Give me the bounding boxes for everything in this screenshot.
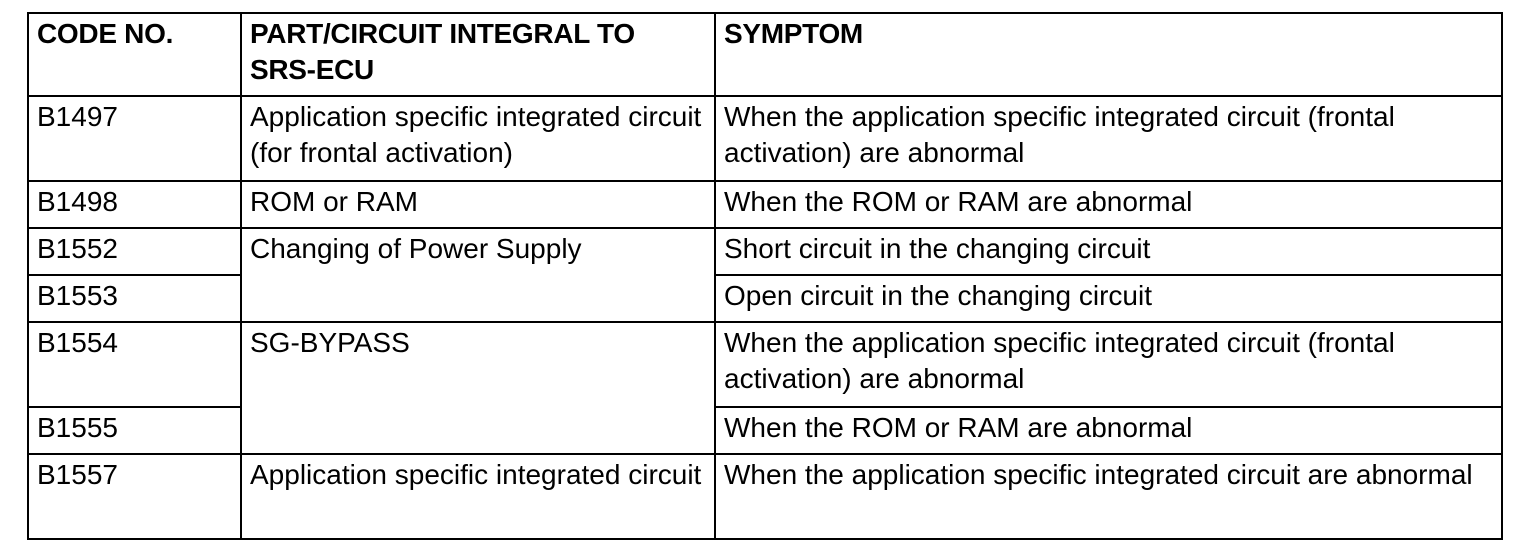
part-cell: SG-BYPASS [240, 321, 716, 455]
table-header-row: CODE NO. PART/CIRCUIT INTEGRAL TO SRS-EC… [27, 12, 1503, 97]
symptom-cell: When the ROM or RAM are abnormal [714, 406, 1503, 455]
table-row: B1497 Application specific integrated ci… [27, 95, 1503, 182]
table-row: B1554 SG-BYPASS When the application spe… [27, 321, 1503, 455]
header-part: PART/CIRCUIT INTEGRAL TO SRS-ECU [240, 12, 716, 97]
header-symptom: SYMPTOM [714, 12, 1503, 97]
table-row: B1498 ROM or RAM When the ROM or RAM are… [27, 180, 1503, 229]
header-code: CODE NO. [27, 12, 242, 97]
symptom-cell: When the application specific integrated… [714, 321, 1503, 408]
part-cell: ROM or RAM [240, 180, 716, 229]
code-cell: B1497 [27, 95, 242, 182]
code-cell: B1552 [27, 227, 242, 276]
code-cell: B1557 [27, 453, 242, 540]
symptom-cell: Short circuit in the changing circuit [714, 227, 1503, 276]
symptom-cell: When the application specific integrated… [714, 453, 1503, 540]
table-row: B1552 Changing of Power Supply Short cir… [27, 227, 1503, 323]
code-cell: B1498 [27, 180, 242, 229]
part-cell: Application specific integrated circuit [240, 453, 716, 540]
part-cell: Application specific integrated circuit … [240, 95, 716, 182]
code-cell: B1555 [27, 406, 242, 455]
table-row: B1555 When the ROM or RAM are abnormal [27, 406, 1503, 455]
table-row: B1553 Open circuit in the changing circu… [27, 274, 1503, 323]
symptom-cell: Open circuit in the changing circuit [714, 274, 1503, 323]
code-cell: B1553 [27, 274, 242, 323]
part-cell: Changing of Power Supply [240, 227, 716, 323]
dtc-table: CODE NO. PART/CIRCUIT INTEGRAL TO SRS-EC… [27, 12, 1503, 540]
code-cell: B1554 [27, 321, 242, 408]
table-row: B1557 Application specific integrated ci… [27, 453, 1503, 540]
symptom-cell: When the application specific integrated… [714, 95, 1503, 182]
symptom-cell: When the ROM or RAM are abnormal [714, 180, 1503, 229]
